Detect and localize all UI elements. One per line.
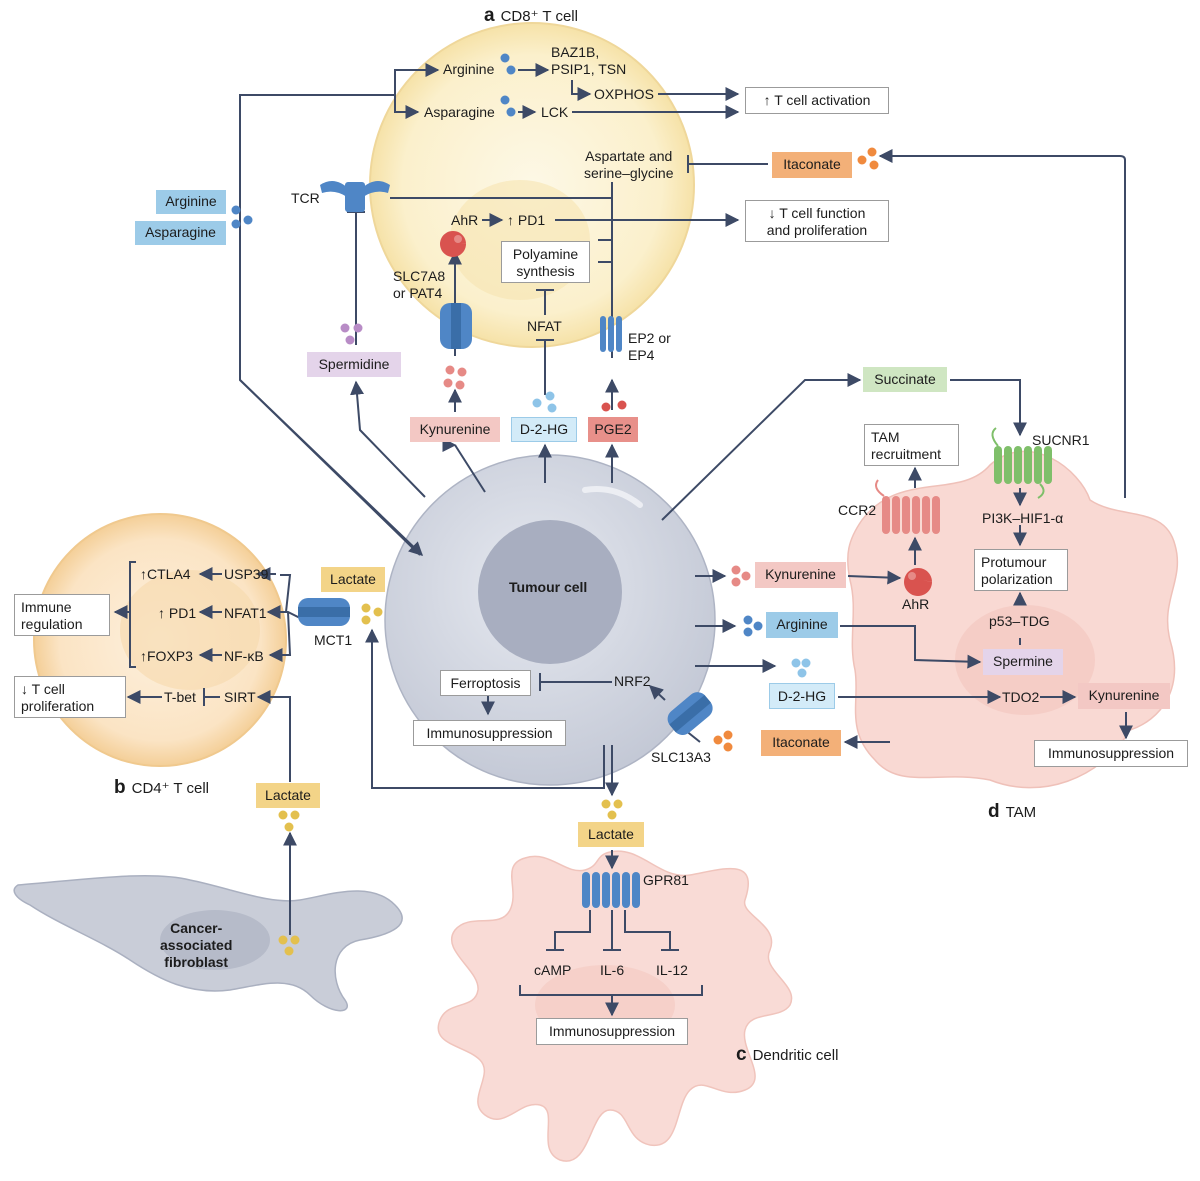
ep-receptor	[600, 316, 622, 352]
baz1b-label: BAZ1B, PSIP1, TSN	[551, 44, 627, 77]
cd8-asparagine-label: Asparagine	[424, 104, 495, 120]
spermine-box: Spermine	[983, 649, 1063, 675]
tam-arginine-box: Arginine	[766, 612, 838, 638]
ccr2-receptor	[882, 496, 940, 534]
nrf2-label: NRF2	[614, 673, 651, 689]
p53-tdg-label: p53–TDG	[989, 613, 1050, 629]
slc7a8-transporter	[440, 303, 472, 349]
ep2-ep4-label: EP2 or EP4	[628, 330, 671, 363]
sucnr1-receptor	[994, 446, 1052, 484]
t-cell-proliferation-box: ↓ T cell proliferation	[14, 676, 126, 718]
sucnr1-label: SUCNR1	[1032, 432, 1090, 448]
lck-label: LCK	[541, 104, 569, 120]
nfat1-label: NFAT1	[224, 605, 267, 621]
aspartate-serine-label: Aspartate and serine–glycine	[584, 148, 674, 181]
tumour-cell-label: Tumour cell	[509, 579, 588, 595]
ctla4-label: ↑CTLA4	[140, 566, 191, 582]
tcr-label: TCR	[291, 190, 320, 206]
kynurenine-out-box: Kynurenine	[410, 417, 500, 442]
cd4-pd1-label: ↑ PD1	[158, 605, 197, 621]
ahr-tam-shape	[904, 567, 932, 596]
tam-itaconate-box: Itaconate	[761, 730, 841, 756]
ferroptosis-box: Ferroptosis	[440, 670, 531, 696]
tam-kynurenine2-box: Kynurenine	[1078, 683, 1170, 709]
succinate-box: Succinate	[863, 367, 947, 392]
camp-label: cAMP	[534, 962, 572, 978]
polyamine-synthesis-box: Polyamine synthesis	[501, 241, 590, 283]
d2hg-out-box: D-2-HG	[511, 417, 577, 442]
mct1-label: MCT1	[314, 632, 353, 648]
slc13a3-label: SLC13A3	[651, 749, 711, 765]
ccr2-label: CCR2	[838, 502, 877, 518]
asparagine-box: Asparagine	[135, 221, 226, 245]
foxp3-label: ↑FOXP3	[140, 648, 193, 664]
usp39-label: USP39	[224, 566, 269, 582]
tumour-immunosuppression-box: Immunosuppression	[413, 720, 566, 746]
gpr81-label: GPR81	[643, 872, 689, 888]
pi3k-label: PI3K–HIF1-α	[982, 510, 1064, 526]
caf-label: Cancer- associated fibroblast	[160, 920, 233, 970]
metabolite-dots	[231, 53, 879, 956]
protumour-polarization-box: Protumour polarization	[974, 549, 1068, 591]
immune-regulation-box: Immune regulation	[14, 594, 110, 636]
tam-kynurenine-box: Kynurenine	[755, 562, 846, 588]
tam-ahr-label: AhR	[902, 596, 930, 612]
il12-label: IL-12	[656, 962, 688, 978]
tumour-nucleus	[478, 520, 622, 664]
lactate-mct1-box: Lactate	[321, 567, 385, 592]
cd8-arginine-label: Arginine	[443, 61, 495, 77]
t-cell-function-box: ↓ T cell function and proliferation	[745, 200, 889, 242]
arginine-box: Arginine	[156, 190, 226, 214]
tcr-receptor	[320, 181, 390, 212]
tam-immunosuppression-box: Immunosuppression	[1034, 740, 1188, 767]
mct1-transporter	[298, 598, 350, 626]
tam-recruitment-box: TAM recruitment	[864, 424, 959, 466]
slc13a3-transporter	[667, 692, 713, 736]
pge2-box: PGE2	[588, 417, 638, 442]
gpr81-receptor	[582, 872, 640, 908]
oxphos-label: OXPHOS	[594, 86, 654, 102]
spermidine-box: Spermidine	[307, 352, 401, 377]
itaconate-top-box: Itaconate	[772, 152, 852, 178]
ahr-cd8-shape	[440, 230, 466, 257]
nfkb-label: NF-κB	[224, 648, 264, 664]
nfat-label: NFAT	[527, 318, 562, 334]
sirt-label: SIRT	[224, 689, 256, 705]
dc-lactate-box: Lactate	[578, 822, 644, 847]
caf-lactate-box: Lactate	[256, 783, 320, 808]
slc7a8-label: SLC7A8 or PAT4	[393, 268, 446, 301]
cd8-ahr-label: AhR	[451, 212, 479, 228]
cd8-pd1-label: ↑ PD1	[507, 212, 546, 228]
tbet-label: T-bet	[164, 689, 196, 705]
t-cell-activation-box: ↑ T cell activation	[745, 87, 889, 114]
tdo2-label: TDO2	[1002, 689, 1040, 705]
tam-d2hg-box: D-2-HG	[769, 683, 835, 709]
dc-immunosuppression-box: Immunosuppression	[536, 1018, 688, 1045]
il6-label: IL-6	[600, 962, 625, 978]
